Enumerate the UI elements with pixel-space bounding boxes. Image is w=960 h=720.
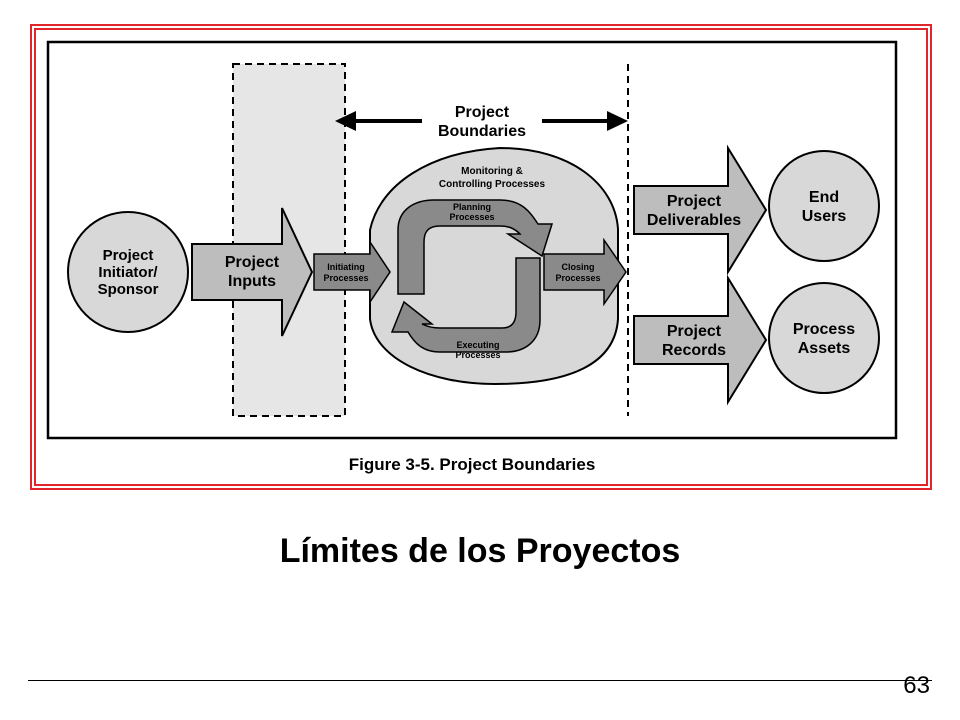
boundaries-label-line-2: Boundaries	[438, 123, 526, 140]
initiating-arrow: Initiating Processes	[313, 239, 391, 305]
inputs-label-line-2: Inputs	[228, 273, 276, 290]
process-assets-label-line-1: Process	[793, 321, 855, 338]
end-users-label-line-1: End	[809, 189, 839, 206]
monitoring-label-line-2: Controlling Processes	[439, 179, 546, 190]
end-users-label-line-2: Users	[802, 208, 847, 225]
closing-arrow: Closing Processes	[543, 237, 627, 307]
page-number: 63	[903, 672, 930, 699]
records-label-line-2: Records	[662, 342, 726, 359]
closing-label-line-2: Processes	[555, 273, 600, 283]
boundaries-arrow: Project Boundaries	[335, 96, 628, 140]
boundaries-label-line-1: Project	[455, 104, 510, 121]
deliverables-label-line-2: Deliverables	[647, 212, 741, 229]
figure-frame: Project Boundaries Project Initiator/ Sp…	[30, 24, 932, 490]
executing-label-line-2: Processes	[455, 350, 500, 360]
process-assets-circle: Process Assets	[768, 282, 880, 394]
planning-label-line-2: Processes	[449, 212, 494, 222]
deliverables-label-line-1: Project	[667, 193, 722, 210]
planning-arrow: Planning Processes	[397, 199, 554, 295]
inputs-label-line-1: Project	[225, 254, 280, 271]
end-users-circle: End Users	[768, 150, 880, 262]
records-label-line-1: Project	[667, 323, 722, 340]
inputs-arrow: Project Inputs	[191, 207, 314, 337]
footer-rule	[28, 680, 932, 681]
initiator-label-line-1: Project	[103, 247, 154, 264]
initiating-label-line-2: Processes	[323, 273, 368, 283]
monitoring-label-line-1: Monitoring &	[461, 166, 523, 177]
initiator-label-line-3: Sponsor	[98, 281, 159, 298]
slide-title: Límites de los Proyectos	[279, 532, 681, 570]
initiating-label-line-1: Initiating	[327, 262, 365, 272]
executing-label-line-1: Executing	[456, 340, 499, 350]
records-arrow: Project Records	[633, 274, 768, 406]
figure-caption: Figure 3-5. Project Boundaries	[349, 455, 596, 474]
deliverables-arrow: Project Deliverables	[633, 144, 768, 276]
initiator-label-line-2: Initiator/	[98, 264, 158, 281]
initiator-circle: Project Initiator/ Sponsor	[67, 211, 189, 333]
process-assets-label-line-2: Assets	[798, 340, 851, 357]
executing-arrow: Executing Processes	[390, 257, 541, 360]
planning-label-line-1: Planning	[453, 202, 491, 212]
closing-label-line-1: Closing	[562, 262, 595, 272]
